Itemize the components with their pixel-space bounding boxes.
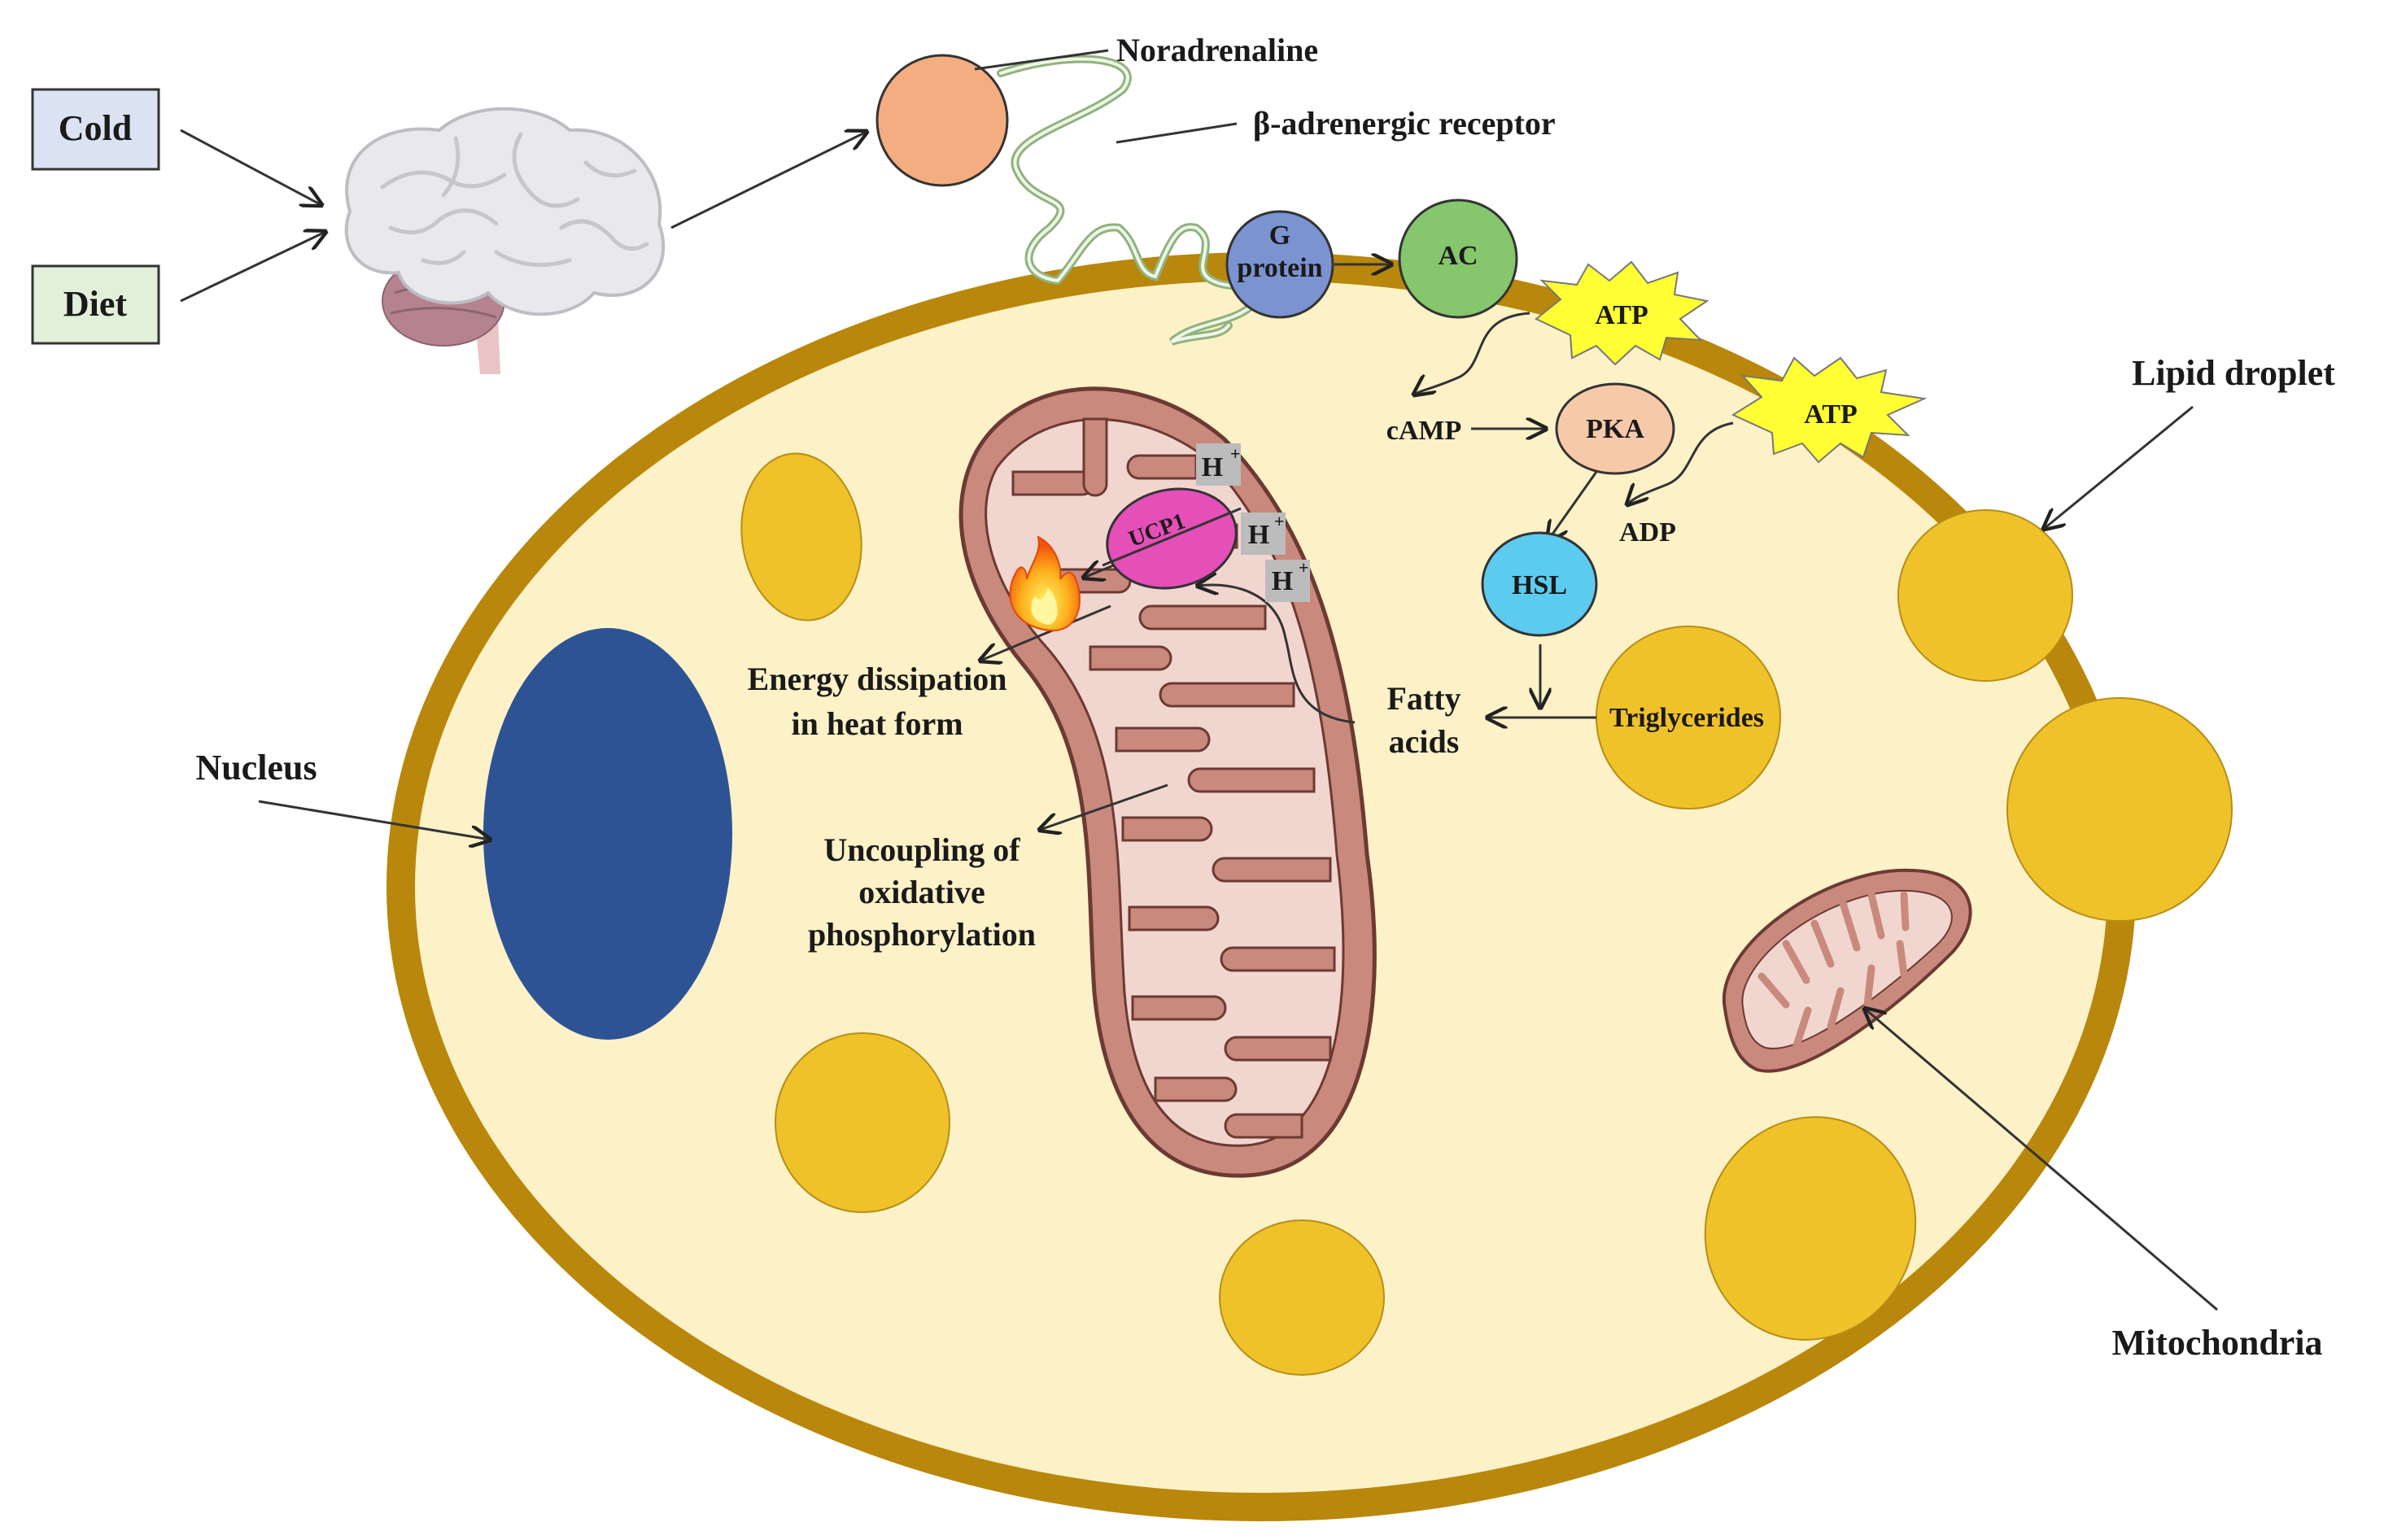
atp-burst-1: ATP <box>1535 260 1709 366</box>
mitochondria-label: Mitochondria <box>2111 1323 2322 1363</box>
pka-label: PKA <box>1586 414 1644 444</box>
adenylyl-cyclase: AC <box>1398 198 1518 319</box>
atp-label: ATP <box>1595 300 1648 330</box>
energy-dissipation-label-line1: Energy dissipation <box>748 661 1007 697</box>
proton-1: H + <box>1196 443 1241 486</box>
triglycerides-label: Triglycerides <box>1609 703 1764 733</box>
fatty-acids-label-line2: acids <box>1389 723 1460 760</box>
lipid-droplet <box>2006 697 2233 922</box>
ucp1: UCP1 <box>1102 487 1242 590</box>
lipid-droplet-label: Lipid droplet <box>2132 353 2335 393</box>
svg-text:protein: protein <box>1237 253 1322 283</box>
cold-label: Cold <box>59 108 132 148</box>
nucleus <box>483 628 732 1040</box>
diet-stimulus-box: Diet <box>31 264 160 345</box>
diet-label: Diet <box>63 284 128 324</box>
lipid-droplets <box>740 452 2233 1376</box>
svg-text:+: + <box>1230 443 1241 464</box>
camp-label: cAMP <box>1386 416 1462 446</box>
fatty-acids-label-line1: Fatty <box>1386 680 1461 717</box>
atp-label: ATP <box>1804 399 1857 430</box>
hsl-label: HSL <box>1512 570 1567 600</box>
proton-2: H + <box>1241 511 1286 555</box>
arrows <box>180 49 2218 1311</box>
svg-text:+: + <box>1274 511 1285 531</box>
mitochondrion-small <box>1722 868 1972 1073</box>
ac-label: AC <box>1438 241 1478 271</box>
adp-label: ADP <box>1619 517 1676 548</box>
brain-icon <box>344 107 666 374</box>
svg-text:G: G <box>1269 220 1290 251</box>
svg-text:+: + <box>1299 557 1309 578</box>
atp-burst-2: ATP <box>1731 356 1928 464</box>
lipid-droplet <box>1219 1219 1385 1376</box>
receptor-label: β-adrenergic receptor <box>1253 105 1556 142</box>
svg-text:H: H <box>1248 520 1269 550</box>
lipid-droplet <box>1897 509 2073 682</box>
svg-text:H: H <box>1272 566 1293 596</box>
uncoupling-label-line1: Uncoupling of <box>823 831 1020 868</box>
g-protein: G protein <box>1225 210 1334 319</box>
pka: PKA <box>1555 382 1675 475</box>
uncoupling-label-line2: oxidative <box>858 874 985 910</box>
noradrenaline-molecule <box>875 54 1009 187</box>
svg-text:H: H <box>1202 452 1223 482</box>
uncoupling-label-line3: phosphorylation <box>808 916 1036 953</box>
cold-stimulus-box: Cold <box>31 88 160 171</box>
noradrenaline-label: Noradrenaline <box>1116 32 1318 68</box>
lipid-droplet <box>1704 1116 1917 1341</box>
hsl: HSL <box>1481 531 1598 637</box>
nucleus-label: Nucleus <box>195 748 317 787</box>
energy-dissipation-label-line2: in heat form <box>791 705 963 742</box>
proton-3: H + <box>1265 557 1310 602</box>
lipid-droplet <box>775 1032 950 1213</box>
flame-icon <box>1009 535 1081 632</box>
lipid-droplet <box>740 452 862 622</box>
